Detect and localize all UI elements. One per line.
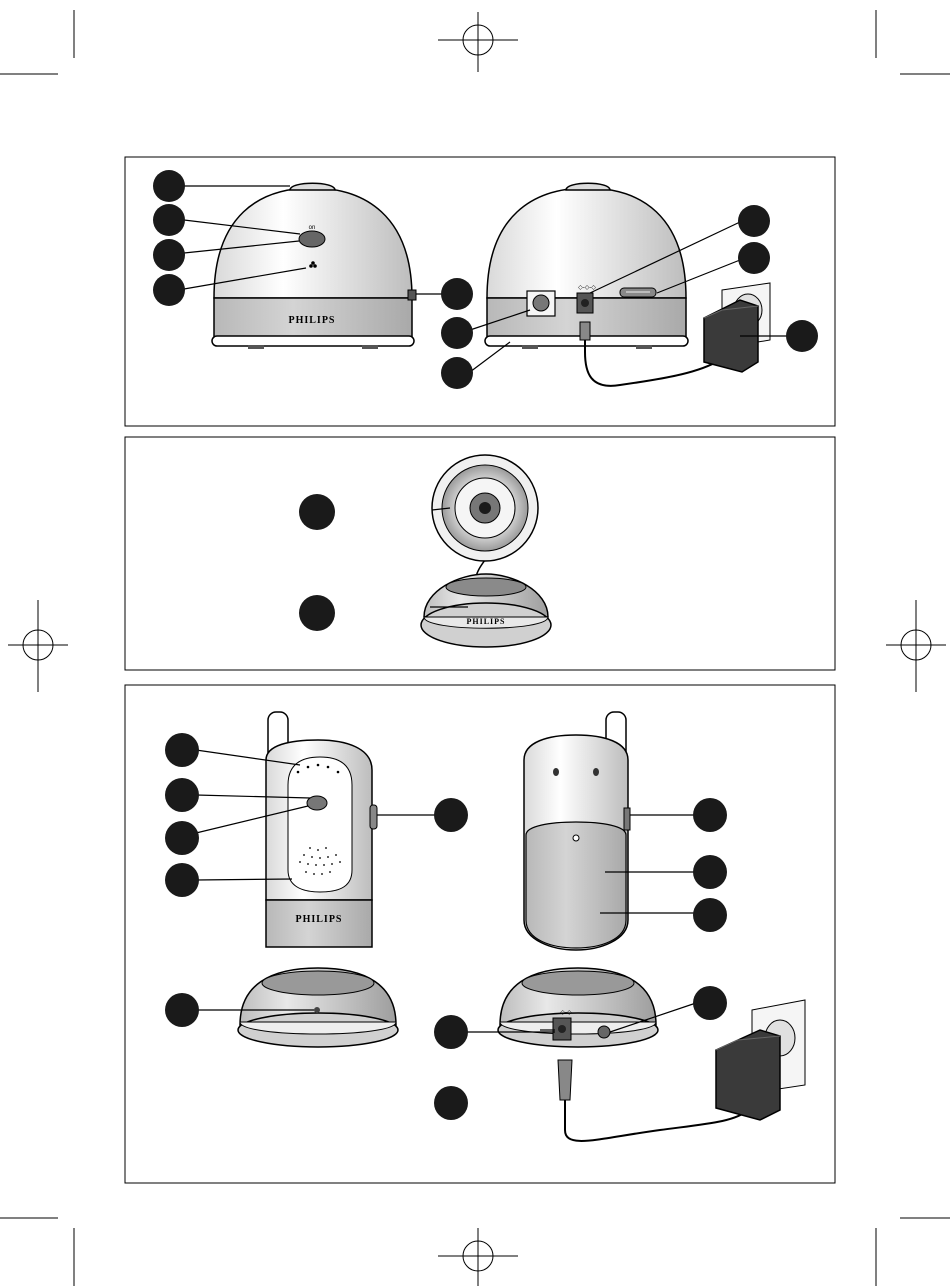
callout-16 [165, 863, 199, 897]
camera-unit: PHILIPS [421, 455, 551, 647]
callout-13 [165, 733, 199, 767]
parent-volume-button[interactable] [307, 796, 327, 810]
baby-unit-front: on PHILIPS [212, 183, 416, 349]
callout-1 [153, 170, 185, 202]
callout-17 [434, 798, 468, 832]
brand-logo: PHILIPS [288, 315, 335, 326]
baby-unit-back: ◇-◇-◇ [485, 183, 720, 386]
callout-20 [693, 898, 727, 932]
power-adapter-2 [716, 1000, 805, 1120]
registration-mark-left [8, 600, 68, 692]
callout-11 [299, 494, 335, 530]
callout-23 [434, 1015, 468, 1049]
registration-mark-right [886, 600, 946, 692]
callout-5 [441, 278, 473, 310]
parent-unit-front: PHILIPS [266, 712, 377, 947]
callout-21 [165, 993, 199, 1027]
parent-unit-back [524, 712, 630, 950]
cradle-dc-symbol: ◇-◇ [560, 1010, 572, 1016]
crop-marks [0, 10, 950, 1286]
side-switch[interactable] [408, 290, 416, 300]
dc-symbol: ◇-◇-◇ [578, 285, 596, 291]
callout-dots-camera [299, 494, 335, 631]
on-label: on [309, 225, 316, 231]
callout-6 [441, 317, 473, 349]
callout-19 [693, 855, 727, 889]
callout-10 [786, 320, 818, 352]
registration-mark-top [438, 12, 518, 72]
cradle-audio-socket[interactable] [598, 1026, 610, 1038]
callout-12 [299, 595, 335, 631]
callout-18 [693, 798, 727, 832]
callout-9 [738, 242, 770, 274]
callout-7 [441, 357, 473, 389]
callout-8 [738, 205, 770, 237]
parent-brand-logo: PHILIPS [295, 914, 342, 925]
camera-brand-logo: PHILIPS [466, 617, 505, 626]
callout-3 [153, 239, 185, 271]
charger-cradle-front [238, 968, 398, 1047]
charge-indicator [314, 1007, 320, 1013]
power-button[interactable] [299, 231, 325, 247]
power-adapter-1 [704, 283, 770, 372]
callout-15 [165, 821, 199, 855]
callout-22 [693, 986, 727, 1020]
callout-2 [153, 204, 185, 236]
callout-14 [165, 778, 199, 812]
callout-24 [434, 1086, 468, 1120]
callout-4 [153, 274, 185, 306]
registration-mark-bottom [438, 1228, 518, 1286]
callout-dots-parent-unit [165, 733, 727, 1120]
